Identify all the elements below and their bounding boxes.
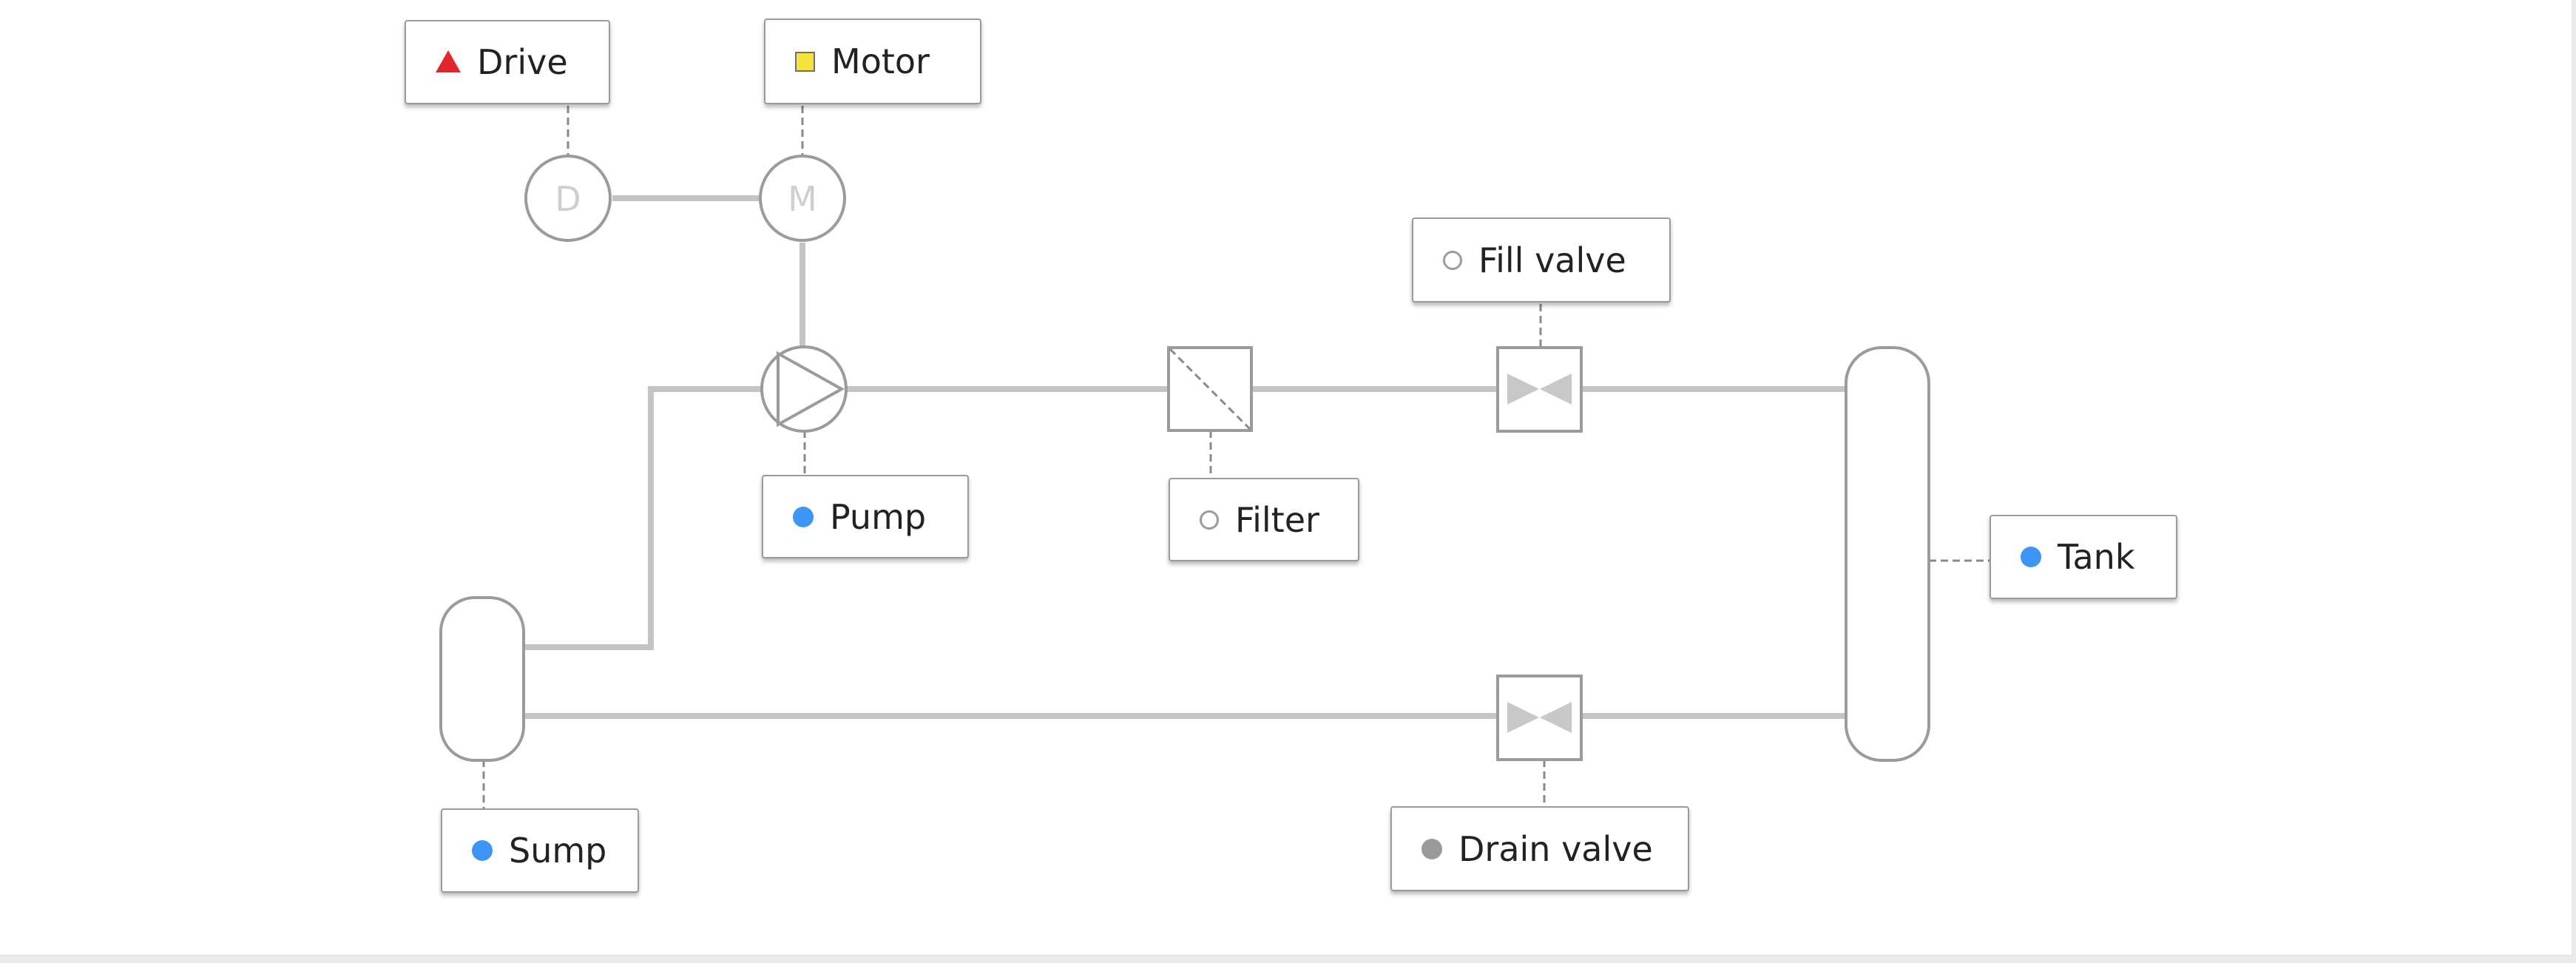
- pump-triangle-icon: [777, 351, 845, 428]
- square-warning-icon: [795, 51, 815, 72]
- motor-symbol-letter: M: [788, 179, 817, 219]
- fill-valve-label-text: Fill valve: [1478, 240, 1626, 280]
- dot-status-icon: [472, 840, 493, 861]
- triangle-alarm-icon: [436, 50, 461, 72]
- fill-valve-bowtie-icon: [1507, 374, 1539, 405]
- dot-status-icon: [2021, 547, 2041, 567]
- motor-label[interactable]: Motor: [764, 18, 981, 104]
- pipes: [524, 195, 1846, 719]
- drain-valve-bowtie-icon: [1507, 702, 1539, 733]
- fill-valve-label[interactable]: Fill valve: [1412, 217, 1671, 303]
- filter-label[interactable]: Filter: [1169, 478, 1359, 561]
- drain-valve-label-text: Drain valve: [1458, 828, 1653, 869]
- sump-symbol[interactable]: [439, 596, 525, 762]
- pump-label[interactable]: Pump: [762, 475, 969, 558]
- dot-status-icon: [1421, 838, 1442, 859]
- pipe-sump-to-pump: [524, 386, 762, 650]
- fill-valve-bowtie-right: [1540, 374, 1572, 405]
- filter-symbol[interactable]: [1167, 346, 1253, 432]
- drain-valve-label[interactable]: Drain valve: [1390, 806, 1689, 891]
- tank-label-text: Tank: [2058, 537, 2135, 577]
- motor-label-text: Motor: [831, 41, 930, 81]
- fill-valve-symbol[interactable]: [1496, 346, 1583, 433]
- ring-status-icon: [1443, 250, 1462, 270]
- motor-symbol[interactable]: M: [759, 155, 846, 242]
- drive-label[interactable]: Drive: [405, 20, 610, 104]
- sump-label[interactable]: Sump: [441, 808, 639, 893]
- dashed-connectors: [482, 106, 1990, 808]
- drive-label-text: Drive: [477, 42, 568, 82]
- tank-label[interactable]: Tank: [1990, 515, 2177, 599]
- pump-symbol[interactable]: [760, 345, 848, 433]
- drain-valve-bowtie-right: [1540, 702, 1572, 733]
- drive-symbol[interactable]: D: [524, 155, 612, 242]
- filter-label-text: Filter: [1235, 499, 1319, 540]
- pump-label-text: Pump: [830, 496, 927, 537]
- drain-valve-symbol[interactable]: [1496, 675, 1583, 761]
- dot-status-icon: [793, 506, 814, 527]
- tank-symbol[interactable]: [1845, 346, 1930, 762]
- sump-label-text: Sump: [509, 831, 607, 871]
- drive-symbol-letter: D: [555, 179, 581, 219]
- filter-diagonal-icon: [1169, 348, 1251, 430]
- ring-status-icon: [1200, 510, 1219, 530]
